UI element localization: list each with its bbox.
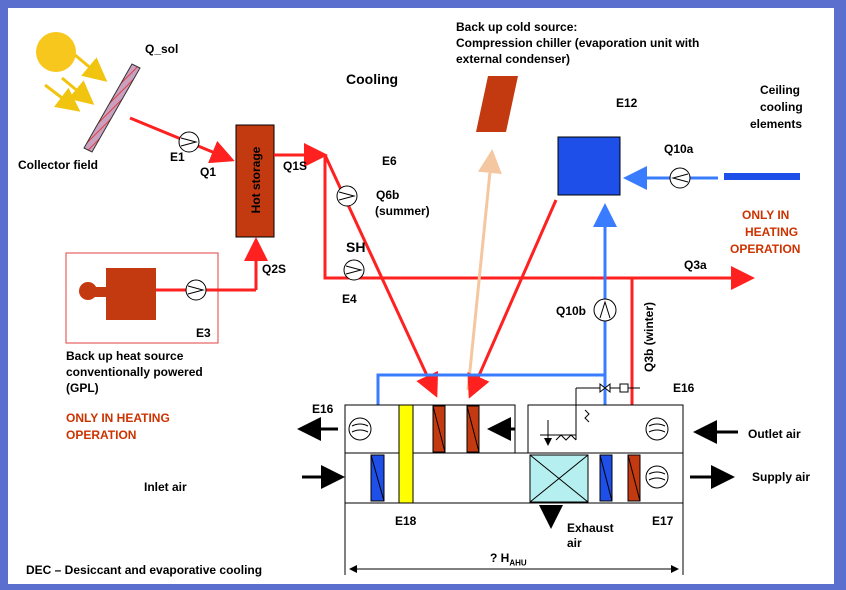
fan-e16-left-symbol [351,423,369,433]
label-e17: E17 [652,514,674,528]
pump-e3-icon [185,279,207,301]
pump-e4-symbol [345,265,363,275]
pump-q10b-symbol [599,300,611,319]
coil-red-2-line [466,405,480,453]
label-exhaust-2: air [567,536,582,550]
pump-e4-icon [343,259,365,281]
label-only-heating-2: HEATING [745,225,799,239]
chiller-pipe [466,149,502,391]
valve-icon [599,382,611,394]
pump-e1-symbol [180,137,198,147]
label-cooling: Cooling [346,71,399,87]
hot-storage-tank [235,124,275,238]
label-q10a: Q10a [664,142,694,156]
pump-q10a-symbol [671,173,689,183]
label-h-ahu-main: ? H [490,551,510,565]
pump-e6-icon [336,185,358,207]
chiller-shape [476,76,518,132]
label-inlet-air: Inlet air [144,480,187,494]
pump-e1-icon [178,131,200,153]
pump-q10a-icon [669,167,691,189]
backup-heat-box [65,252,219,344]
coil-blue-left-line [370,454,385,502]
sun-rays [44,53,108,112]
label-collector-field: Collector field [18,158,99,172]
label-q3b: Q3b (winter) [642,302,656,373]
pump-e3-symbol [187,285,205,295]
label-q3a: Q3a [684,258,707,272]
label-sh: SH [346,239,366,255]
coil-red-right-line [627,454,641,502]
label-summer: (summer) [375,204,430,218]
pump-e6-symbol [338,191,356,201]
label-backup-cold: Back up cold source: [456,20,578,34]
e12-unit [557,136,621,196]
label-q6b: Q6b [376,188,400,202]
spray-zigzag [555,434,577,441]
label-q10b: Q10b [556,304,587,318]
label-exhaust-1: Exhaust [567,521,614,535]
label-hot-storage: Hot storage [249,146,263,214]
fan-e17-symbol [648,471,666,481]
label-q2s: Q2S [262,262,287,276]
boiler [106,268,156,320]
label-backup-cold-2: Compression chiller (evaporation unit wi… [456,36,700,50]
hx-diag-2 [529,454,589,503]
label-h-ahu: ? HAHU [490,551,527,570]
label-backup-heat-3: (GPL) [66,381,99,395]
coil-blue-right-line [599,454,613,502]
fan-e16-right-symbol [648,423,666,433]
label-backup-heat-2: conventionally powered [66,365,203,379]
valve-box [619,383,629,393]
label-h-ahu-sub: AHU [509,558,527,568]
ceiling-cooling-element [724,173,800,180]
label-outlet-air: Outlet air [748,427,801,441]
burner-head [79,282,97,300]
pump-q10b-icon [593,298,617,322]
label-e4: E4 [342,292,357,306]
label-e3: E3 [196,326,211,340]
label-e16-left: E16 [312,402,334,416]
label-only-heating-left-1: ONLY IN HEATING [66,411,170,425]
label-e1: E1 [170,150,185,164]
burner [94,287,108,297]
pipe-e12-coil [467,199,558,399]
fan-e16-left-icon [348,417,372,441]
label-supply-air: Supply air [752,470,811,484]
sun-icon [36,32,76,72]
label-ceiling-2: cooling [760,100,803,114]
label-q-sol: Q_sol [145,42,179,56]
label-dec: DEC – Desiccant and evaporative cooling [26,563,263,577]
pipe-q3a [323,155,755,290]
label-ceiling-3: elements [750,117,803,131]
label-backup-heat-1: Back up heat source [66,349,184,363]
label-e12: E12 [616,96,638,110]
coil-red-1-line [432,405,446,453]
spray-zigzag-2 [584,409,590,423]
label-only-heating-left-2: OPERATION [66,428,137,442]
label-q1: Q1 [200,165,217,179]
collector-panel [83,63,141,153]
desiccant-wheel [398,404,414,504]
fan-e17-icon [645,465,669,489]
label-backup-cold-3: external condenser) [456,52,571,66]
label-q1s: Q1S [283,159,308,173]
label-only-heating-3: OPERATION [730,242,801,256]
label-e6: E6 [382,154,397,168]
label-e18: E18 [395,514,417,528]
label-e16-right: E16 [673,381,695,395]
label-only-heating-1: ONLY IN [742,208,790,222]
label-ceiling-1: Ceiling [760,83,801,97]
fan-e16-right-icon [645,417,669,441]
